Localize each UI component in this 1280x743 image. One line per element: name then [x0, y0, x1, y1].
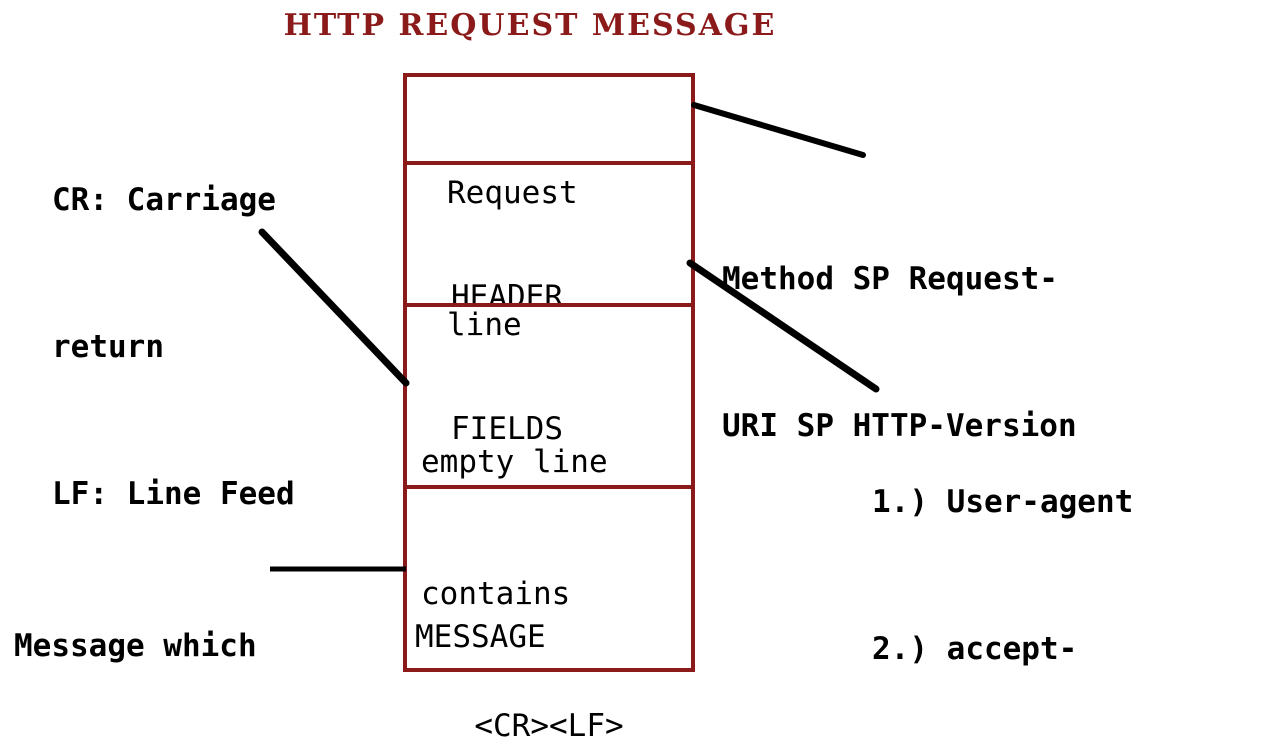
- segment-message-body: MESSAGE BODY: [407, 527, 691, 655]
- connector-request-line: [691, 102, 866, 158]
- note-request-line-format-l2: URI SP HTTP-Version: [722, 408, 1077, 444]
- note-header-field-list: 1.) User-agent 2.) accept- encoding 3.) …: [872, 380, 1133, 743]
- segment-request-line: Request line: [407, 83, 691, 343]
- note-crlf-legend-l2: return: [52, 329, 164, 365]
- note-message-body: Message which request carries with it: [14, 524, 294, 743]
- page-title: HTTP REQUEST MESSAGE: [0, 8, 1280, 43]
- segment-header-fields-l1: HEADER: [451, 279, 563, 315]
- segment-divider-1: [403, 161, 695, 165]
- note-crlf-legend: CR: Carriage return LF: Line Feed: [52, 78, 295, 617]
- segment-header-fields-l2: FIELDS: [451, 411, 563, 447]
- page-title-text: HTTP REQUEST MESSAGE: [283, 8, 777, 43]
- segment-divider-2: [403, 303, 695, 307]
- list-item: 2.) accept-: [872, 631, 1078, 667]
- list-item: 1.) User-agent: [872, 484, 1134, 520]
- segment-request-line-l2: line: [447, 307, 522, 343]
- note-request-line-format-clipped-text: CRLF: [722, 248, 952, 257]
- http-request-message-box: Request line HEADER FIELDS empty line co…: [403, 73, 695, 743]
- segment-empty-line-l2: contains: [421, 576, 571, 612]
- note-crlf-legend-l3: LF: Line Feed: [52, 476, 295, 512]
- segment-request-line-l1: Request: [447, 175, 578, 211]
- segment-empty-line: empty line contains <CR><LF>: [407, 352, 691, 743]
- note-crlf-legend-l1: CR: Carriage: [52, 182, 276, 218]
- note-message-body-l1: Message which: [14, 628, 257, 664]
- segment-empty-line-l1: empty line: [421, 444, 608, 480]
- segment-empty-line-l3: <CR><LF>: [474, 708, 624, 743]
- segment-message-body-l1: MESSAGE: [415, 619, 546, 655]
- segment-divider-3: [403, 485, 695, 489]
- note-request-line-format-clipped: CRLF: [722, 248, 952, 290]
- segment-header-fields: HEADER FIELDS: [407, 187, 691, 447]
